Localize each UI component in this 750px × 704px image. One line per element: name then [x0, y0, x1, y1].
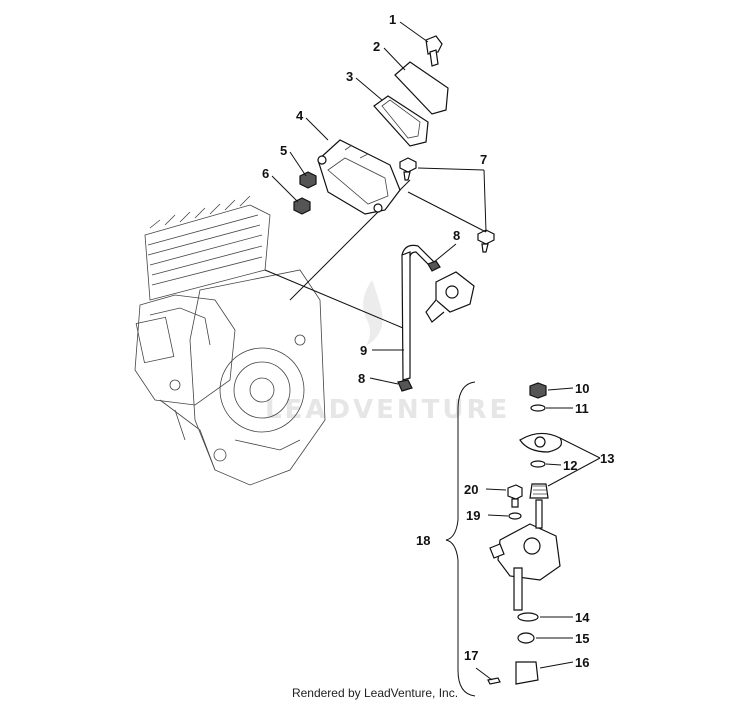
bolt-part-20	[507, 484, 523, 508]
callouts: 1 2 3 4 5 6 7 8 9 8 10 11 13 12 20 19 18…	[262, 12, 614, 670]
callout-2: 2	[373, 39, 380, 54]
callout-20: 20	[464, 482, 478, 497]
oil-pump-body	[489, 499, 561, 611]
callout-8-upper: 8	[453, 228, 460, 243]
gasket-part-3	[373, 95, 429, 147]
callout-3: 3	[346, 69, 353, 84]
callout-1: 1	[389, 12, 396, 27]
nut-part-10	[529, 382, 547, 399]
callout-12: 12	[563, 458, 577, 473]
callout-16: 16	[575, 655, 589, 670]
flame-logo-icon	[363, 280, 383, 346]
washer-part-11	[530, 404, 546, 412]
footer-credit: Rendered by LeadVenture, Inc.	[291, 686, 459, 700]
callout-15: 15	[575, 631, 589, 646]
callout-5: 5	[280, 143, 287, 158]
group-bracket-18	[445, 381, 476, 697]
watermark-text: LEADVENTURE	[265, 395, 510, 425]
nut-part-5	[299, 171, 317, 189]
callout-9: 9	[360, 343, 367, 358]
callout-14: 14	[575, 610, 590, 625]
cover-plate-part-2	[394, 61, 449, 115]
washer-part-15	[517, 632, 535, 644]
callout-17: 17	[464, 648, 478, 663]
callout-13: 13	[600, 451, 614, 466]
leader-lines	[271, 21, 601, 681]
housing-part-4	[317, 139, 401, 215]
callout-6: 6	[262, 166, 269, 181]
callout-8-lower: 8	[358, 371, 365, 386]
watermark: LEADVENTURE	[265, 280, 510, 425]
washer-part-12	[530, 460, 546, 468]
callout-19: 19	[466, 508, 480, 523]
clamp-part-8-lower	[397, 379, 413, 392]
fuel-pump	[425, 271, 475, 323]
oring-part-14	[517, 612, 539, 622]
gear-part-13	[519, 432, 563, 499]
gear-part-16	[515, 661, 539, 685]
callout-4: 4	[296, 108, 304, 123]
washer-part-19	[508, 512, 522, 520]
clamp-part-8-upper	[427, 260, 441, 272]
callout-7: 7	[480, 152, 487, 167]
engine-block	[134, 195, 326, 486]
bolt-part-1	[425, 35, 443, 67]
callout-10: 10	[575, 381, 589, 396]
bolt-part-7	[399, 157, 495, 253]
callout-18: 18	[416, 533, 430, 548]
callout-11: 11	[575, 401, 589, 416]
